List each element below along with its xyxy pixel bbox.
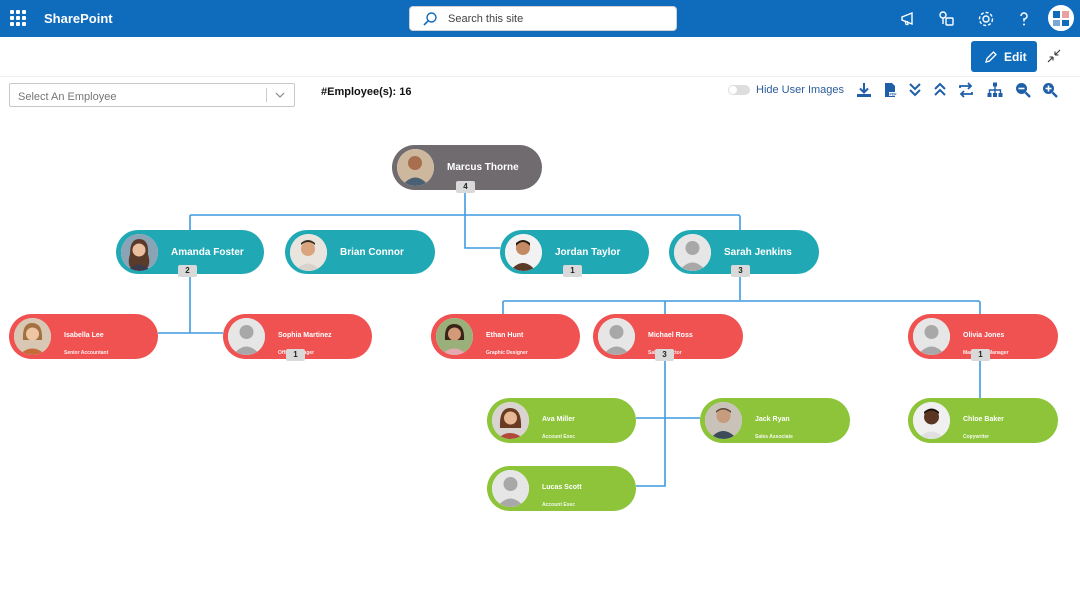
org-node[interactable]: Amanda Foster xyxy=(116,230,264,274)
employee-name: Jordan Taylor xyxy=(555,247,621,258)
search-placeholder: Search this site xyxy=(448,13,524,25)
org-node[interactable]: Chloe Baker Copywriter xyxy=(908,398,1058,443)
employee-photo xyxy=(913,402,950,439)
gear-icon[interactable] xyxy=(976,9,996,29)
search-box[interactable]: Search this site xyxy=(409,6,677,31)
employee-name: Marcus Thorne xyxy=(447,162,519,173)
reports-badge[interactable]: 1 xyxy=(563,265,582,277)
employee-name: Amanda Foster xyxy=(171,247,244,258)
reports-badge[interactable]: 1 xyxy=(971,349,990,361)
employee-photo xyxy=(397,149,434,186)
employee-photo xyxy=(598,318,635,355)
employee-title: Senior Accountant xyxy=(64,350,109,356)
chevron-down-icon[interactable] xyxy=(274,89,286,101)
org-node[interactable]: Jack Ryan Sales Associate xyxy=(700,398,850,443)
toggle-knob xyxy=(729,86,737,94)
svg-text:PDF: PDF xyxy=(890,92,898,96)
employee-name: Ava Miller xyxy=(542,416,575,423)
sites-icon[interactable] xyxy=(937,9,957,29)
user-avatar[interactable] xyxy=(1048,5,1074,31)
employee-title: Account Exec xyxy=(542,502,576,508)
reports-badge[interactable]: 2 xyxy=(178,265,197,277)
employee-title: Sales Associate xyxy=(755,434,793,440)
employee-select[interactable]: Select An Employee xyxy=(9,83,295,107)
employee-photo xyxy=(121,234,158,271)
org-node[interactable]: Lucas Scott Account Exec xyxy=(487,466,636,511)
reports-badge[interactable]: 3 xyxy=(655,349,674,361)
org-node[interactable]: Isabella Lee Senior Accountant xyxy=(9,314,158,359)
org-node[interactable]: Brian Connor xyxy=(285,230,435,274)
employee-name: Isabella Lee xyxy=(64,332,104,339)
avatar-icon xyxy=(1053,11,1069,26)
employee-name: Ethan Hunt xyxy=(486,332,524,339)
command-bar xyxy=(0,37,1080,77)
employee-photo xyxy=(705,402,742,439)
search-icon xyxy=(423,12,437,26)
employee-title: Account Exec xyxy=(542,434,576,440)
expand-all-icon[interactable] xyxy=(906,81,924,99)
pdf-icon[interactable]: PDF xyxy=(881,81,899,99)
edit-label: Edit xyxy=(1004,50,1027,64)
suite-bar: SharePoint Search this site xyxy=(0,0,1080,37)
connector-lines xyxy=(158,190,981,487)
employee-title: Copywriter xyxy=(963,434,990,440)
employee-count: #Employee(s): 16 xyxy=(321,86,412,98)
org-node[interactable]: Ava Miller Account Exec xyxy=(487,398,636,443)
employee-name: Olivia Jones xyxy=(963,332,1005,339)
collapse-icon[interactable] xyxy=(1046,48,1062,64)
select-placeholder: Select An Employee xyxy=(18,91,117,103)
employee-photo xyxy=(505,234,542,271)
select-separator xyxy=(266,88,267,102)
reports-badge[interactable]: 4 xyxy=(456,181,475,193)
org-node[interactable]: Ethan Hunt Graphic Designer xyxy=(431,314,580,359)
employee-title: Graphic Designer xyxy=(486,350,528,356)
reports-badge[interactable]: 3 xyxy=(731,265,750,277)
edit-button[interactable]: Edit xyxy=(971,41,1037,72)
org-node[interactable]: Sophia Martinez Office Manager xyxy=(223,314,372,359)
employee-name: Chloe Baker xyxy=(963,416,1004,423)
zoom-in-icon[interactable] xyxy=(1041,81,1059,99)
employee-name: Lucas Scott xyxy=(542,484,582,491)
employee-name: Brian Connor xyxy=(340,247,404,258)
hierarchy-icon[interactable] xyxy=(986,81,1004,99)
employee-name: Sophia Martinez xyxy=(278,332,332,339)
employee-photo xyxy=(228,318,265,355)
employee-photo xyxy=(290,234,327,271)
download-icon[interactable] xyxy=(855,81,873,99)
employee-photo xyxy=(492,470,529,507)
reports-badge[interactable]: 1 xyxy=(286,349,305,361)
employee-photo xyxy=(674,234,711,271)
pencil-icon xyxy=(985,51,997,63)
collapse-all-icon[interactable] xyxy=(931,81,949,99)
hide-images-label: Hide User Images xyxy=(756,84,845,96)
org-node[interactable]: Olivia Jones Marketing Manager xyxy=(908,314,1058,359)
employee-photo xyxy=(913,318,950,355)
employee-photo xyxy=(14,318,51,355)
employee-photo xyxy=(436,318,473,355)
zoom-out-icon[interactable] xyxy=(1014,81,1032,99)
app-name[interactable]: SharePoint xyxy=(44,11,113,26)
hide-images-toggle[interactable] xyxy=(728,85,750,95)
employee-name: Jack Ryan xyxy=(755,416,790,423)
megaphone-icon[interactable] xyxy=(899,9,919,29)
employee-name: Sarah Jenkins xyxy=(724,247,792,258)
app-launcher-icon[interactable] xyxy=(10,10,26,26)
swap-icon[interactable] xyxy=(957,81,975,99)
org-chart: Marcus Thorne 4 Amanda Foster 2 Brian Co… xyxy=(0,120,1080,520)
employee-photo xyxy=(492,402,529,439)
employee-name: Michael Ross xyxy=(648,332,693,339)
help-icon[interactable] xyxy=(1014,9,1034,29)
